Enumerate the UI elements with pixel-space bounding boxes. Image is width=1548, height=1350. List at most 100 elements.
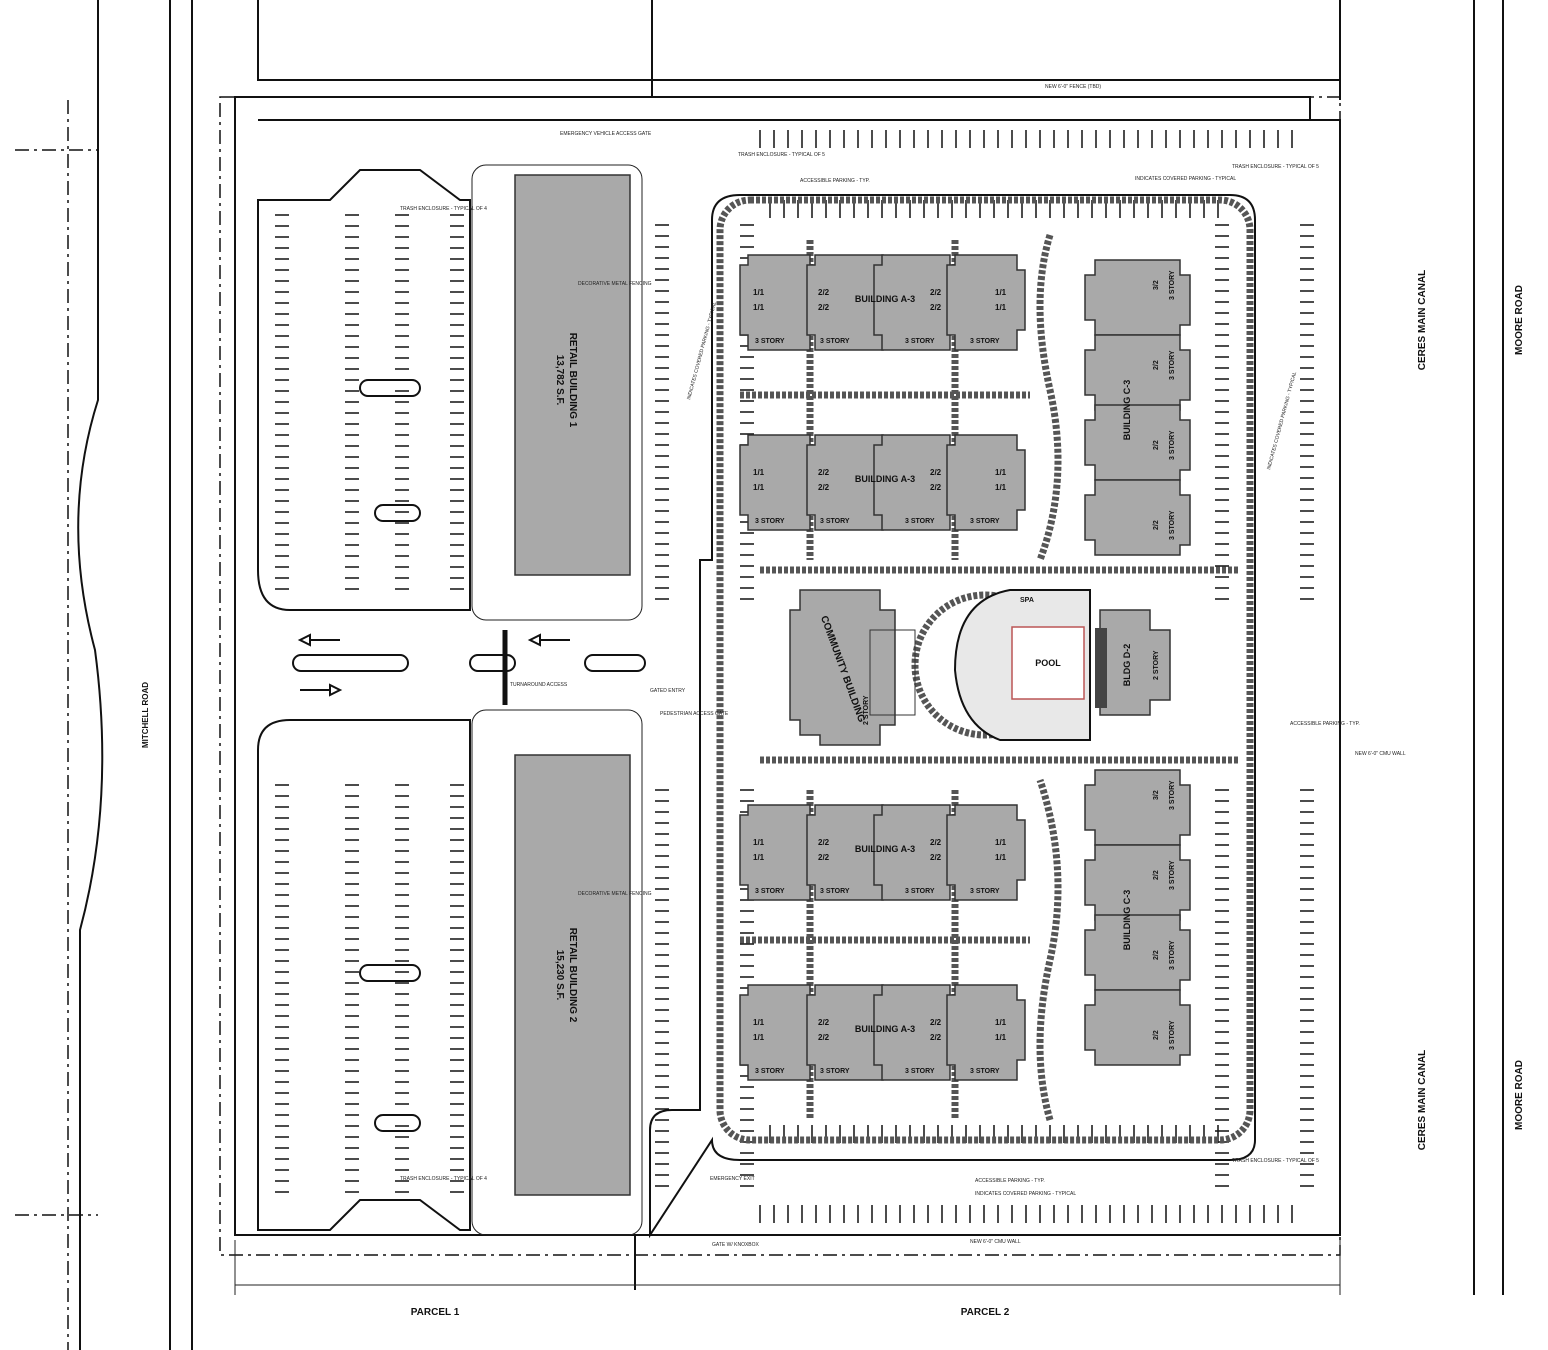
unit-type-label: 1/1 [753, 288, 765, 297]
story-label: 3 STORY [905, 518, 935, 525]
unit-type-label: 2/2 [818, 838, 830, 847]
unit-type-label: 1/1 [753, 853, 765, 862]
note-trash-bottom-right: TRASH ENCLOSURE - TYPICAL OF 5 [1232, 1158, 1319, 1164]
story-label: 3 STORY [905, 1068, 935, 1075]
unit-block [1084, 479, 1191, 556]
retail-building-1: RETAIL BUILDING 113,782 S.F. [471, 164, 643, 621]
story-label: 3 STORY [1169, 780, 1176, 810]
note-emergency-exit: EMERGENCY EXIT [710, 1176, 755, 1182]
retail-building-2-name: RETAIL BUILDING 2 [567, 928, 578, 1023]
unit-type-label: 2/2 [818, 468, 830, 477]
community-building: COMMUNITY BUILDING 2 STORY [789, 589, 916, 746]
building-d2: BLDG D-2 2 STORY [1095, 609, 1171, 716]
unit-type-label: 2/2 [1153, 360, 1160, 370]
unit-type-label: 1/1 [753, 303, 765, 312]
retail-building-2: RETAIL BUILDING 215,230 S.F. [471, 709, 643, 1236]
unit-block [946, 254, 1026, 351]
note-decorative-2: DECORATIVE METAL FENCING [578, 891, 652, 897]
note-covered-top: INDICATES COVERED PARKING - TYPICAL [1135, 176, 1236, 182]
unit-type-label: 2/2 [818, 853, 830, 862]
unit-type-label: 1/1 [995, 288, 1007, 297]
story-label: 3 STORY [755, 888, 785, 895]
parcel-1-label: PARCEL 1 [411, 1307, 460, 1318]
story-label: 3 STORY [755, 518, 785, 525]
note-trash-right: TRASH ENCLOSURE - TYPICAL OF 5 [1232, 164, 1319, 170]
note-fence: NEW 6'-0" FENCE (TBD) [1045, 84, 1101, 90]
unit-type-label: 3/2 [1153, 790, 1160, 800]
note-covered-right: INDICATES COVERED PARKING - TYPICAL [1266, 371, 1298, 470]
unit-type-label: 2/2 [930, 288, 942, 297]
story-label: 3 STORY [1169, 270, 1176, 300]
story-label: 3 STORY [1169, 940, 1176, 970]
note-pedestrian-gate: PEDESTRIAN ACCESS GATE [660, 711, 729, 717]
unit-type-label: 1/1 [753, 1033, 765, 1042]
story-label: 3 STORY [1169, 430, 1176, 460]
story-label: 3 STORY [970, 1068, 1000, 1075]
building-a3: BUILDING A-31/11/12/22/22/22/21/11/13 ST… [739, 804, 1026, 901]
story-label: 3 STORY [1169, 510, 1176, 540]
note-accessible-right: ACCESSIBLE PARKING - TYP. [1290, 721, 1360, 727]
story-label: 3 STORY [970, 518, 1000, 525]
drive-islands [292, 379, 646, 1132]
unit-type-label: 2/2 [818, 483, 830, 492]
ceres-canal-label-bottom: CERES MAIN CANAL [1417, 1050, 1428, 1151]
unit-block [946, 984, 1026, 1081]
mitchell-road-edges [15, 0, 193, 1350]
note-turnaround: TURNAROUND ACCESS [510, 682, 568, 688]
story-label: 3 STORY [1169, 1020, 1176, 1050]
unit-type-label: 1/1 [753, 468, 765, 477]
residential-complex [649, 194, 1256, 1239]
unit-type-label: 2/2 [1153, 440, 1160, 450]
unit-type-label: 1/1 [753, 483, 765, 492]
moore-road-edges [257, 0, 1504, 1295]
note-accessible-top: ACCESSIBLE PARKING - TYP. [800, 178, 870, 184]
note-emergency-gate: EMERGENCY VEHICLE ACCESS GATE [560, 131, 652, 137]
building-a3-label: BUILDING A-3 [855, 294, 915, 304]
building-c3-label: BUILDING C-3 [1122, 890, 1132, 951]
svg-text:RETAIL BUILDING 215,230 S.F.: RETAIL BUILDING 215,230 S.F. [554, 928, 578, 1023]
note-trash-left-bottom: TRASH ENCLOSURE - TYPICAL OF 4 [400, 1176, 487, 1182]
unit-type-label: 1/1 [995, 483, 1007, 492]
unit-type-label: 1/1 [995, 468, 1007, 477]
svg-text:RETAIL BUILDING 113,782 S.F.: RETAIL BUILDING 113,782 S.F. [554, 333, 578, 428]
community-building-story: 2 STORY [863, 695, 870, 725]
unit-type-label: 2/2 [818, 288, 830, 297]
unit-type-label: 2/2 [1153, 520, 1160, 530]
unit-type-label: 2/2 [818, 303, 830, 312]
story-label: 3 STORY [1169, 350, 1176, 380]
building-a3-group: BUILDING A-3 1/1 1/1 2/2 2/2 2/2 2/2 1/1 1/1 3 ST… [739, 254, 1026, 1081]
unit-type-label: 2/2 [818, 1033, 830, 1042]
unit-type-label: 2/2 [930, 483, 942, 492]
unit-type-label: 2/2 [930, 853, 942, 862]
note-trash-left-top: TRASH ENCLOSURE - TYPICAL OF 4 [400, 206, 487, 212]
note-decorative-1: DECORATIVE METAL FENCING [578, 281, 652, 287]
unit-type-label: 2/2 [1153, 1030, 1160, 1040]
retail-parking-north [257, 169, 471, 611]
bldg-d2-label: BLDG D-2 [1122, 644, 1132, 687]
note-covered-bottom: INDICATES COVERED PARKING - TYPICAL [975, 1191, 1076, 1197]
parcel-2-label: PARCEL 2 [961, 1307, 1010, 1318]
parking-stalls [275, 130, 1314, 1223]
building-a3: BUILDING A-31/11/12/22/22/22/21/11/13 ST… [739, 984, 1026, 1081]
unit-type-label: 1/1 [995, 838, 1007, 847]
unit-type-label: 2/2 [1153, 870, 1160, 880]
moore-road-label-bottom: MOORE ROAD [1514, 1060, 1525, 1130]
note-covered-left: INDICATES COVERED PARKING - TYPICAL [686, 301, 718, 400]
spa-label: SPA [1020, 597, 1034, 604]
unit-type-label: 2/2 [1153, 950, 1160, 960]
unit-block [946, 804, 1026, 901]
unit-type-label: 2/2 [930, 468, 942, 477]
story-label: 3 STORY [755, 1068, 785, 1075]
unit-type-label: 1/1 [995, 303, 1007, 312]
building-a3-label: BUILDING A-3 [855, 844, 915, 854]
story-label: 3 STORY [820, 338, 850, 345]
story-label: 3 STORY [970, 338, 1000, 345]
unit-type-label: 2/2 [930, 303, 942, 312]
retail-building-2-area: 15,230 S.F. [554, 950, 565, 1001]
retail-building-1-name: RETAIL BUILDING 1 [567, 333, 578, 428]
bldg-d2-story: 2 STORY [1153, 650, 1160, 680]
building-c3-label: BUILDING C-3 [1122, 380, 1132, 441]
mitchell-road-label: MITCHELL ROAD [141, 682, 150, 748]
